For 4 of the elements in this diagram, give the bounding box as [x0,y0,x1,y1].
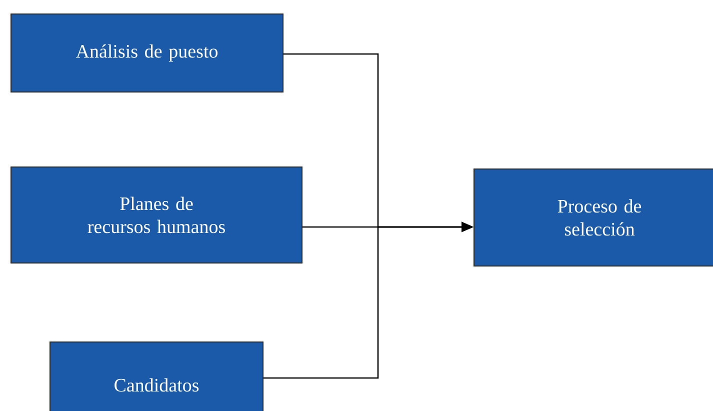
process-box: Planes de recursos humanos [10,166,302,264]
process-box: Candidatos [50,341,264,411]
process-box: Proceso de selección [474,168,713,266]
process-box: Análisis de puesto [10,14,284,92]
